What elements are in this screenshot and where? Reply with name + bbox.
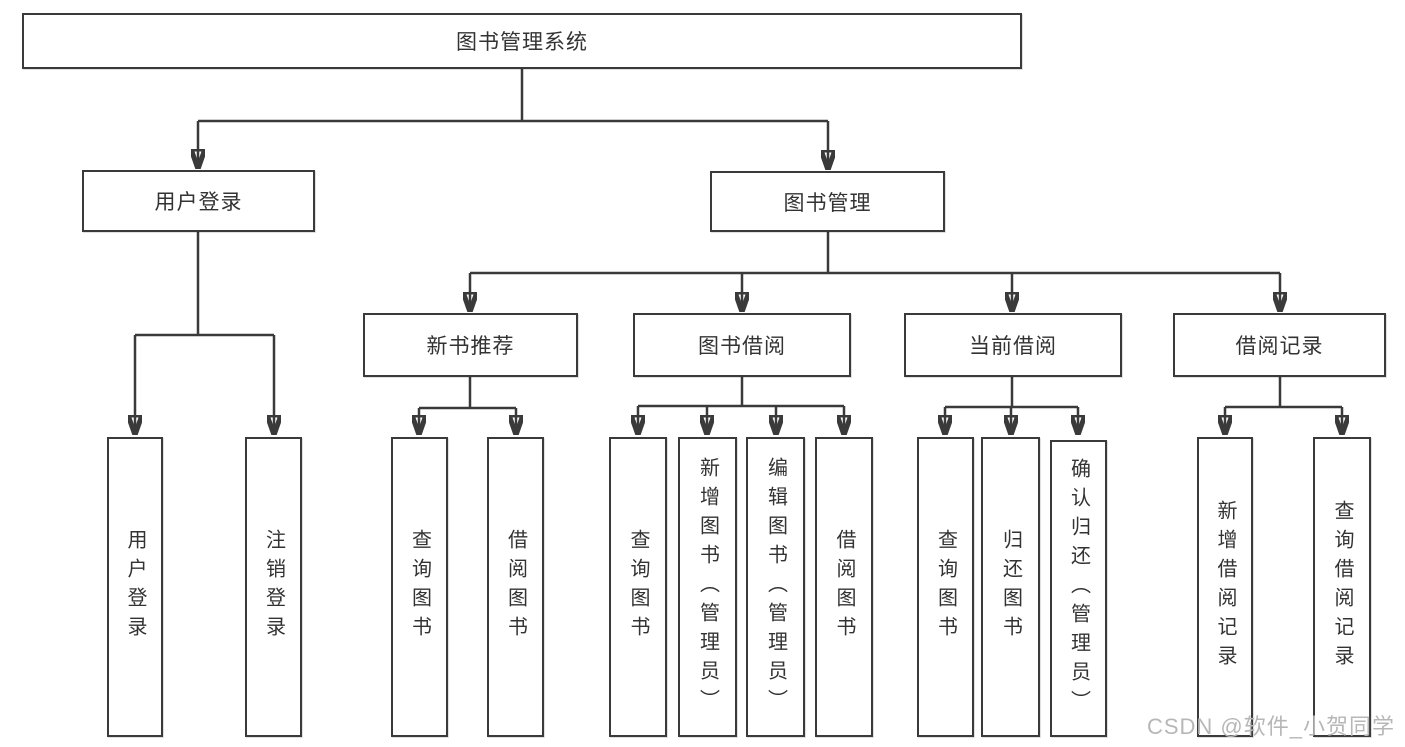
leaf-borrow-books-label: 借阅图书 bbox=[833, 529, 855, 645]
leaf-edit-books-admin-label: 编辑图书（管理员） bbox=[764, 456, 787, 718]
leaf-recommend-query-books: 查询图书 bbox=[391, 437, 448, 737]
leaf-logout: 注销登录 bbox=[245, 437, 302, 737]
leaf-return-books-label: 归还图书 bbox=[999, 529, 1022, 645]
leaf-confirm-return-admin-label: 确认归还（管理员） bbox=[1067, 458, 1090, 719]
node-new-book-recommend-label: 新书推荐 bbox=[426, 335, 515, 358]
node-root: 图书管理系统 bbox=[22, 13, 1022, 69]
leaf-confirm-return-admin: 确认归还（管理员） bbox=[1050, 440, 1107, 737]
leaf-query-borrow-record: 查询借阅记录 bbox=[1313, 437, 1371, 737]
node-current-borrow: 当前借阅 bbox=[904, 313, 1122, 377]
leaf-query-borrow-record-label: 查询借阅记录 bbox=[1331, 500, 1353, 674]
leaf-borrow-books: 借阅图书 bbox=[815, 437, 873, 737]
leaf-recommend-borrow-books: 借阅图书 bbox=[487, 437, 544, 737]
leaf-return-books: 归还图书 bbox=[981, 437, 1040, 737]
leaf-add-books-admin-label: 新增图书（管理员） bbox=[696, 456, 719, 718]
leaf-logout-label: 注销登录 bbox=[262, 529, 285, 645]
leaf-recommend-query-books-label: 查询图书 bbox=[408, 529, 431, 645]
node-user-login-label: 用户登录 bbox=[154, 191, 243, 214]
leaf-borrow-query-books-label: 查询图书 bbox=[627, 529, 649, 645]
node-book-management-label: 图书管理 bbox=[783, 191, 872, 215]
leaf-edit-books-admin: 编辑图书（管理员） bbox=[746, 437, 805, 737]
node-book-borrow-label: 图书借阅 bbox=[698, 335, 786, 358]
leaf-user-login-label: 用户登录 bbox=[124, 529, 146, 645]
node-book-management: 图书管理 bbox=[710, 171, 945, 232]
leaf-add-borrow-record-label: 新增借阅记录 bbox=[1214, 500, 1236, 674]
leaf-current-query-books-label: 查询图书 bbox=[934, 529, 957, 645]
node-book-borrow: 图书借阅 bbox=[633, 313, 851, 377]
node-new-book-recommend: 新书推荐 bbox=[363, 313, 578, 377]
leaf-borrow-query-books: 查询图书 bbox=[609, 437, 667, 737]
leaf-add-books-admin: 新增图书（管理员） bbox=[678, 437, 737, 737]
leaf-user-login: 用户登录 bbox=[107, 437, 163, 737]
node-borrow-records-label: 借阅记录 bbox=[1235, 335, 1324, 358]
node-borrow-records: 借阅记录 bbox=[1173, 313, 1386, 377]
node-root-label: 图书管理系统 bbox=[456, 31, 588, 54]
leaf-current-query-books: 查询图书 bbox=[917, 437, 974, 737]
leaf-add-borrow-record: 新增借阅记录 bbox=[1197, 437, 1253, 737]
leaf-recommend-borrow-books-label: 借阅图书 bbox=[504, 529, 527, 645]
node-current-borrow-label: 当前借阅 bbox=[969, 335, 1057, 358]
node-user-login: 用户登录 bbox=[82, 170, 315, 232]
